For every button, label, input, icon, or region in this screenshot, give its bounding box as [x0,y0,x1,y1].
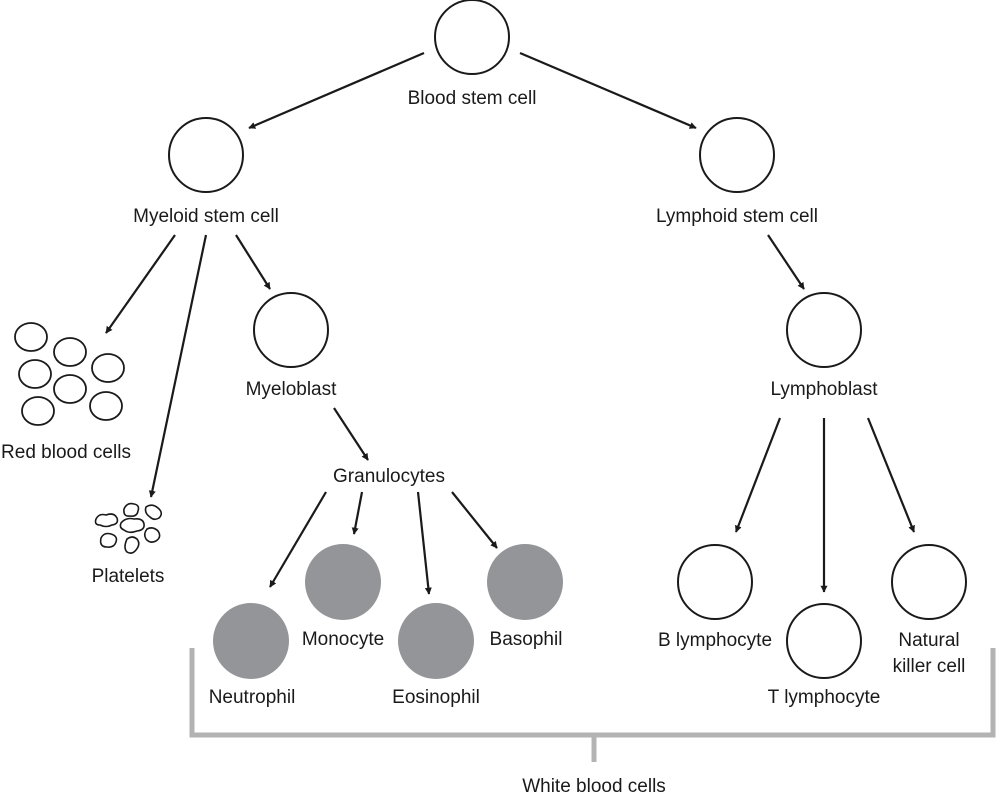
natural-killer-label-line2: killer cell [893,656,966,677]
granulocytes-label: Granulocytes [333,466,445,487]
myeloid-stem-cell-label: Myeloid stem cell [133,206,279,227]
lymphoblast-label: Lymphoblast [770,379,878,400]
arrow-lymphoid-to-lymphoblast [767,234,805,290]
arrow-granulocytes-to-neutrophil [269,491,327,588]
monocyte-label: Monocyte [302,629,384,650]
arrow-granulocytes-to-monocyte [351,491,364,535]
t-lymphocyte-label: T lymphocyte [768,687,881,708]
myeloid-stem-cell-circle [168,117,244,193]
myeloblast-label: Myeloblast [246,379,338,400]
arrow-myeloid-to-platelets [148,234,208,498]
arrow-blood-to-myeloid [248,51,425,130]
myeloblast-circle [253,292,329,368]
basophil-circle [487,544,563,620]
t-lymphocyte-circle [786,603,862,679]
lymphoblast-circle [786,292,862,368]
arrow-lymphoblast-to-b-lymphocyte [734,417,782,533]
b-lymphocyte-circle [677,544,753,620]
blood-stem-cell-circle [434,0,510,75]
neutrophil-label: Neutrophil [209,687,296,708]
monocyte-circle [305,544,381,620]
b-lymphocyte-label: B lymphocyte [658,630,772,651]
arrow-myeloid-to-myeloblast [235,234,271,290]
arrow-myeloid-to-rbc [105,234,176,334]
red-blood-cells-cluster [14,322,125,426]
blood-stem-cell-label: Blood stem cell [408,88,537,109]
red-blood-cells-label: Red blood cells [1,442,131,463]
lymphoid-stem-cell-label: Lymphoid stem cell [656,206,818,227]
arrow-granulocytes-to-eosinophil [416,491,432,595]
eosinophil-label: Eosinophil [392,687,480,708]
arrow-lymphoblast-to-natural-killer [866,417,916,533]
eosinophil-circle [398,603,474,679]
lymphoid-stem-cell-circle [699,117,775,193]
white-blood-cells-bracket [189,648,996,762]
arrow-myeloblast-to-granulocytes [333,407,369,461]
platelets-cluster [94,502,163,554]
basophil-label: Basophil [490,629,563,650]
natural-killer-cell-circle [891,544,967,620]
arrow-blood-to-lymphoid [519,51,697,130]
natural-killer-label-line1: Natural [898,630,959,651]
white-blood-cells-label: White blood cells [522,776,666,797]
platelets-label: Platelets [92,566,165,587]
arrow-granulocytes-to-basophil [451,491,498,549]
neutrophil-circle [213,603,289,679]
